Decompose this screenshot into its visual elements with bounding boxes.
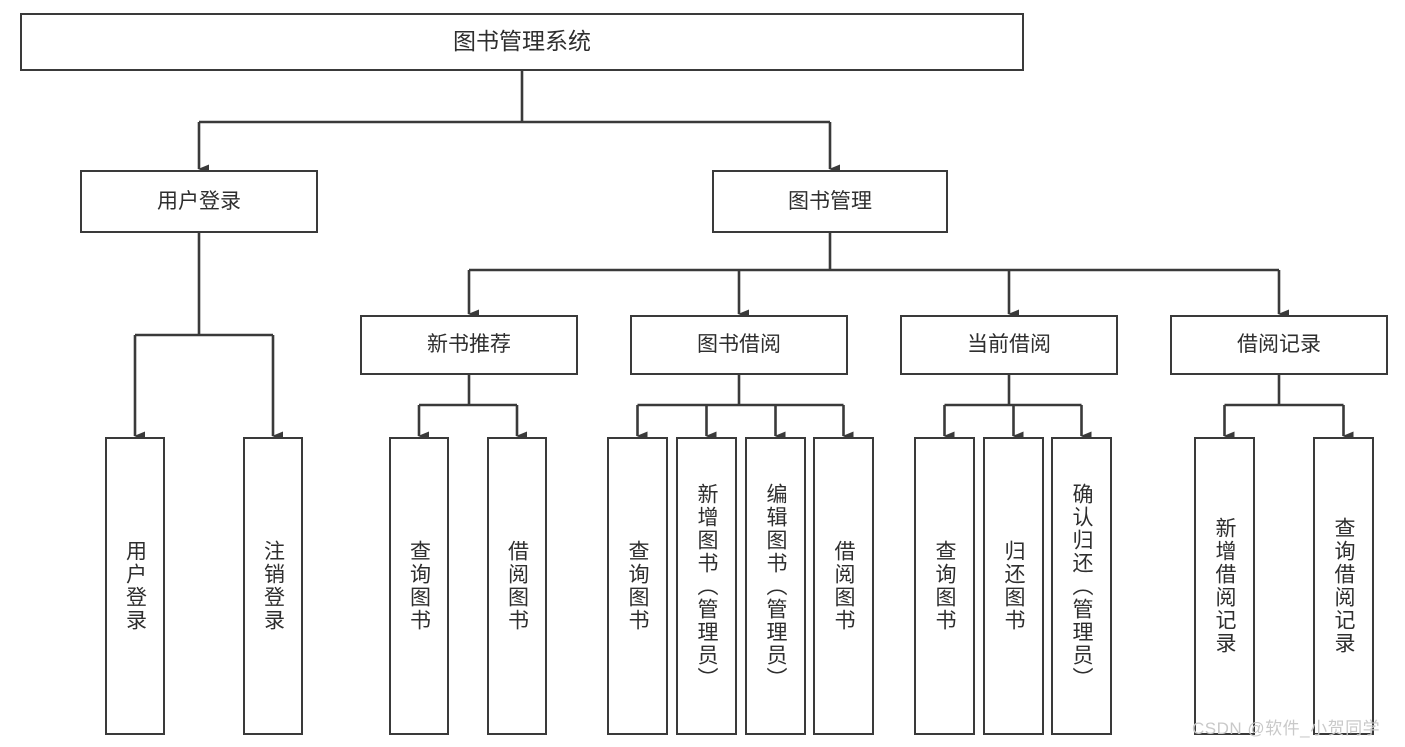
node-book-manage-label: 图书管理	[788, 189, 872, 213]
leaf-leaf-user-login-label: 用户登录	[123, 540, 147, 632]
node-root[interactable]: 图书管理系统	[20, 13, 1024, 71]
node-book-borrow-label: 图书借阅	[697, 333, 781, 357]
leaf-leaf-borrow-book[interactable]: 借阅图书	[813, 437, 874, 735]
node-new-book-rec[interactable]: 新书推荐	[360, 315, 578, 375]
leaf-leaf-borrow-book-label: 借阅图书	[832, 540, 855, 632]
leaf-leaf-query-book-borrow[interactable]: 查询图书	[607, 437, 668, 735]
leaf-leaf-query-book-current[interactable]: 查询图书	[914, 437, 975, 735]
leaf-leaf-query-book-rec[interactable]: 查询图书	[389, 437, 449, 735]
leaf-leaf-edit-book[interactable]: 编辑图书（管理员）	[745, 437, 806, 735]
leaf-leaf-return-book-label: 归还图书	[1002, 540, 1025, 632]
node-user-login-label: 用户登录	[157, 189, 241, 213]
leaf-leaf-add-book[interactable]: 新增图书（管理员）	[676, 437, 737, 735]
leaf-leaf-edit-book-label: 编辑图书（管理员）	[764, 482, 787, 690]
leaf-leaf-add-record-label: 新增借阅记录	[1213, 517, 1236, 655]
node-borrow-record[interactable]: 借阅记录	[1170, 315, 1388, 375]
leaf-leaf-logout[interactable]: 注销登录	[243, 437, 303, 735]
leaf-leaf-confirm-return[interactable]: 确认归还（管理员）	[1051, 437, 1112, 735]
leaf-leaf-query-book-current-label: 查询图书	[933, 540, 956, 632]
leaf-leaf-logout-label: 注销登录	[261, 540, 285, 632]
leaf-leaf-borrow-book-rec[interactable]: 借阅图书	[487, 437, 547, 735]
node-new-book-rec-label: 新书推荐	[427, 333, 511, 357]
node-current-borrow[interactable]: 当前借阅	[900, 315, 1118, 375]
leaf-leaf-query-record-label: 查询借阅记录	[1332, 517, 1355, 655]
leaf-leaf-query-record[interactable]: 查询借阅记录	[1313, 437, 1374, 735]
leaf-leaf-query-book-rec-label: 查询图书	[407, 540, 431, 632]
leaf-leaf-query-book-borrow-label: 查询图书	[626, 540, 649, 632]
leaf-leaf-confirm-return-label: 确认归还（管理员）	[1070, 482, 1093, 690]
node-current-borrow-label: 当前借阅	[967, 333, 1051, 357]
node-book-borrow[interactable]: 图书借阅	[630, 315, 848, 375]
leaf-leaf-add-record[interactable]: 新增借阅记录	[1194, 437, 1255, 735]
leaf-leaf-borrow-book-rec-label: 借阅图书	[505, 540, 529, 632]
node-root-label: 图书管理系统	[453, 28, 591, 55]
leaf-leaf-return-book[interactable]: 归还图书	[983, 437, 1044, 735]
node-user-login[interactable]: 用户登录	[80, 170, 318, 233]
leaf-leaf-add-book-label: 新增图书（管理员）	[695, 482, 718, 690]
leaf-leaf-user-login[interactable]: 用户登录	[105, 437, 165, 735]
node-book-manage[interactable]: 图书管理	[712, 170, 948, 233]
node-borrow-record-label: 借阅记录	[1237, 333, 1321, 357]
